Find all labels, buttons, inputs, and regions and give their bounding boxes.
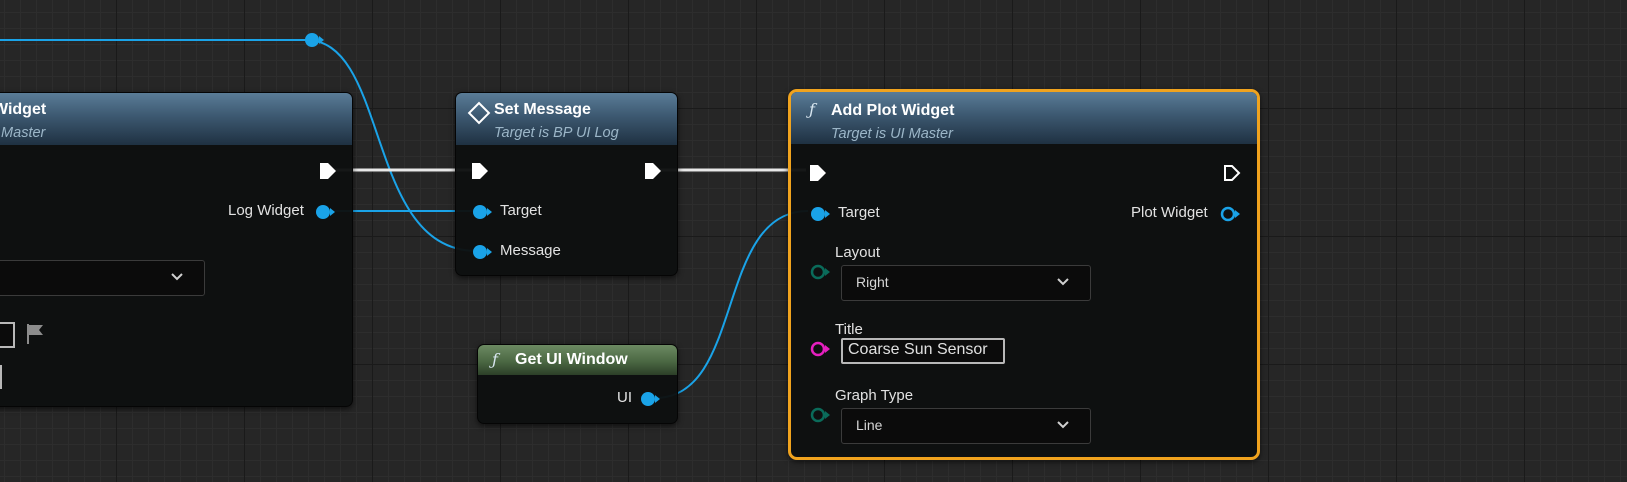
log-widget-output-pin-icon[interactable]	[313, 202, 341, 222]
set-message-node[interactable]: Set Message Target is BP UI Log Target M…	[455, 92, 678, 276]
title-text-input[interactable]: Coarse Sun Sensor	[841, 338, 1005, 364]
layout-value: Right	[856, 274, 889, 290]
enum-dropdown[interactable]	[0, 260, 205, 296]
target-input-label: Target	[500, 202, 542, 219]
layout-dropdown[interactable]: Right	[841, 265, 1091, 301]
graph-type-label: Graph Type	[835, 387, 914, 404]
node-subtitle: Target is BP UI Log	[494, 125, 619, 141]
partial-text-box[interactable]: g	[0, 322, 15, 348]
ui-output-pin-icon[interactable]	[638, 389, 666, 409]
message-input-label: Message	[500, 242, 561, 259]
exec-out-pin-icon[interactable]	[1221, 163, 1249, 183]
layout-input-pin-icon[interactable]	[808, 262, 836, 282]
node-header	[456, 93, 677, 145]
exec-out-pin-icon[interactable]	[317, 161, 345, 181]
chevron-down-icon	[1057, 421, 1069, 429]
exec-in-pin-icon[interactable]	[807, 163, 835, 183]
message-input-pin-icon[interactable]	[470, 242, 498, 262]
flag-icon[interactable]	[25, 323, 45, 345]
node-title: Set Message	[494, 101, 591, 118]
widget-node[interactable]: Widget I Master Log Widget g	[0, 92, 353, 407]
function-icon: ƒ	[809, 100, 815, 119]
graph-type-dropdown[interactable]: Line	[841, 408, 1091, 444]
chevron-down-icon	[171, 273, 183, 281]
partial-field-box[interactable]	[0, 365, 2, 389]
title-label: Title	[835, 321, 863, 338]
node-header	[478, 345, 677, 375]
exec-out-pin-icon[interactable]	[642, 161, 670, 181]
node-title: Get UI Window	[515, 351, 628, 368]
chevron-down-icon	[1057, 278, 1069, 286]
exec-in-pin-icon[interactable]	[469, 161, 497, 181]
get-ui-window-node[interactable]: ƒ Get UI Window UI	[477, 344, 678, 424]
ui-output-label: UI	[617, 389, 632, 406]
target-input-pin-icon[interactable]	[470, 202, 498, 222]
node-title: Add Plot Widget	[831, 102, 955, 119]
target-input-label: Target	[838, 204, 880, 221]
add-plot-widget-node[interactable]: ƒ Add Plot Widget Target is UI Master Ta…	[788, 89, 1260, 460]
node-title: Widget	[0, 101, 47, 118]
log-widget-output-label: Log Widget	[228, 202, 304, 219]
title-input-pin-icon[interactable]	[808, 339, 836, 359]
node-subtitle: Target is UI Master	[831, 126, 953, 142]
reroute-knot-icon[interactable]	[300, 30, 328, 50]
plot-widget-output-pin-icon[interactable]	[1218, 204, 1246, 224]
plot-widget-output-label: Plot Widget	[1131, 204, 1208, 221]
target-input-pin-icon[interactable]	[808, 204, 836, 224]
function-icon: ƒ	[492, 350, 498, 369]
layout-label: Layout	[835, 244, 881, 261]
graph-type-value: Line	[856, 417, 883, 433]
node-subtitle: I Master	[0, 125, 46, 141]
graph-type-input-pin-icon[interactable]	[808, 405, 836, 425]
node-header	[0, 93, 352, 145]
node-header	[791, 92, 1257, 144]
